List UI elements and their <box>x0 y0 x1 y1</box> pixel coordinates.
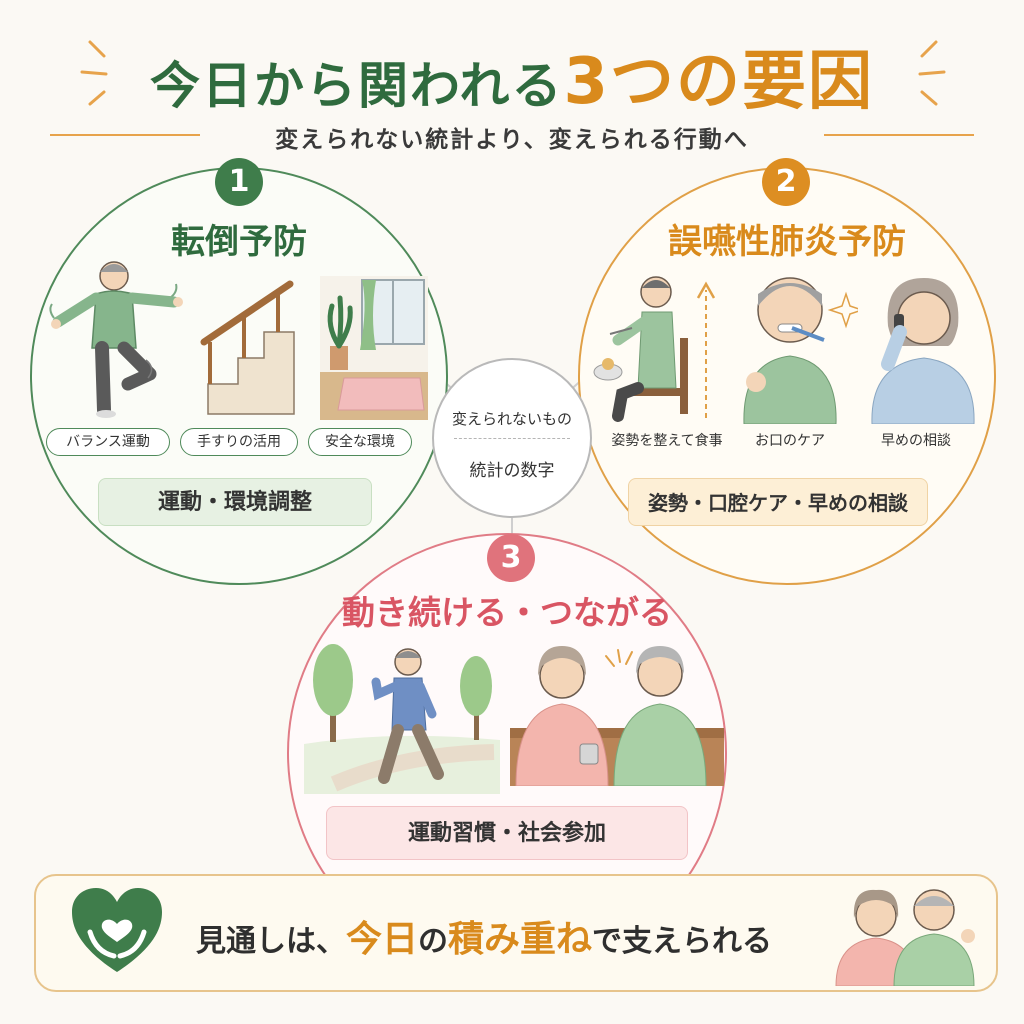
badge-1: 1 <box>215 158 263 206</box>
card-activity-summary: 運動習慣・社会参加 <box>326 806 688 860</box>
banner-text-before: 見通しは、 <box>196 924 346 959</box>
badge-3: 3 <box>487 534 535 582</box>
page-title: 今日から関われる3つの要因 <box>0 30 1024 122</box>
safe-room-illustration <box>320 276 428 420</box>
banner-text-mid: の <box>418 924 449 959</box>
heart-hands-icon <box>72 888 162 972</box>
caption-oral-care: お口のケア <box>755 433 825 449</box>
banner-text-after: で支えられる <box>592 924 773 959</box>
title-main: 今日から関われる <box>149 57 564 115</box>
tag-handrail-use: 手すりの活用 <box>180 428 298 456</box>
balance-exercise-illustration <box>49 261 183 418</box>
subtitle-rule-right <box>824 134 974 136</box>
tag-safe-environment: 安全な環境 <box>308 428 412 456</box>
page-subtitle: 変えられない統計より、変えられる行動へ <box>275 127 749 153</box>
badge-2: 2 <box>762 158 810 206</box>
banner-em-today: 今日 <box>346 919 419 960</box>
center-divider <box>454 438 570 439</box>
tag-balance-exercise: バランス運動 <box>46 428 170 456</box>
center-label-statistics: 統計の数字 <box>469 461 555 481</box>
walking-illustration <box>304 644 500 794</box>
caption-early-consultation: 早めの相談 <box>881 433 951 449</box>
oral-care-illustration <box>743 277 858 424</box>
header-sparks-left <box>80 40 108 106</box>
conversation-illustration <box>510 646 724 786</box>
handrail-stairs-illustration <box>200 280 295 415</box>
banner-em-accumulation: 積み重ね <box>448 919 593 960</box>
card-fall-title: 転倒予防 <box>171 222 307 262</box>
center-label-unchangeable: 変えられないもの <box>451 410 572 428</box>
caption-posture-eating: 姿勢を整えて食事 <box>611 433 723 449</box>
card-activity-title: 動き続ける・つながる <box>342 593 672 632</box>
elderly-couple-illustration <box>835 889 975 986</box>
header-sparks-right <box>918 40 946 106</box>
card-aspiration-summary: 姿勢・口腔ケア・早めの相談 <box>628 478 928 526</box>
early-consultation-illustration <box>871 278 975 424</box>
card-aspiration-title: 誤嚥性肺炎予防 <box>668 222 906 262</box>
banner-message: 見通しは、今日の積み重ねで支えられる <box>196 910 772 962</box>
title-highlight: 3つの要因 <box>563 45 875 119</box>
subtitle-rule-left <box>50 134 200 136</box>
card-fall-summary: 運動・環境調整 <box>98 478 372 526</box>
posture-eating-illustration <box>593 276 716 422</box>
